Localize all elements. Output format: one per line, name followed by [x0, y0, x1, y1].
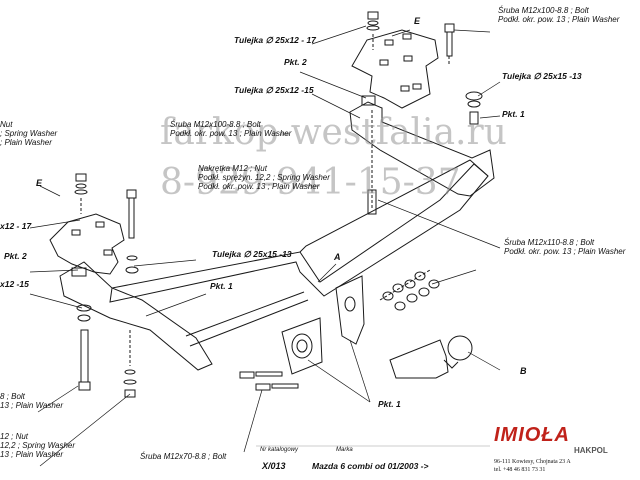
side-bracket: [335, 275, 365, 345]
plate-hole: [402, 33, 412, 40]
label-tulejka-25x12-15-top: Tulejka ∅ 25x12 -15: [234, 85, 314, 95]
center-bottom-nut-stack: [123, 330, 137, 398]
top-bolt: [444, 23, 455, 64]
left-vertical-bolt: [125, 189, 139, 274]
label-pkt1-bottom: Pkt. 1: [378, 399, 401, 409]
left-bracket: [59, 261, 213, 371]
label-left-bot-nut-3: 13 ; Plain Washer: [0, 450, 63, 459]
label-tulejka-25x12-17-left: x12 - 17: [0, 221, 32, 231]
label-sruba-top-1: Śruba M12x100-8.8 ; Bolt: [498, 6, 589, 15]
mount-bolts: [239, 371, 299, 391]
brand-label: Marka: [336, 447, 353, 453]
spacer-pkt2-left: [71, 267, 87, 277]
label-pkt1-right: Pkt. 1: [502, 109, 525, 119]
plate-hole: [103, 249, 113, 256]
plate-hole: [71, 229, 81, 236]
spacer-pkt2: [361, 95, 376, 106]
label-pkt2-left: Pkt. 2: [4, 251, 27, 261]
top-nut-stack: [366, 11, 380, 50]
imiola-logo: IMIOŁA: [494, 424, 570, 446]
label-sruba-mid-1: Śruba M12x100-8.8 ; Bolt: [170, 120, 261, 129]
label-tulejka-25x12-15-left: x12 -15: [0, 279, 29, 289]
label-left-bot-nut-1: 12 ; Nut: [0, 432, 29, 441]
label-nakretka-3: Podkł. okr. pow. 13 ; Plain Washer: [198, 182, 320, 191]
label-pkt2-top: Pkt. 2: [284, 57, 307, 67]
plate-hole: [95, 221, 105, 228]
mounting-plate-right: [351, 29, 439, 109]
left-top-nut-stack: [74, 173, 88, 214]
label-pkt1-mid: Pkt. 1: [210, 281, 233, 291]
label-nakretka-2: Podkł. sprężyn. 12,2 ; Spring Washer: [198, 173, 330, 182]
label-left-nut-3: ; Plain Washer: [0, 138, 52, 147]
label-left-nut-1: Nut: [0, 120, 13, 129]
catalog-number: X/013: [262, 461, 286, 471]
label-left-bot-bolt-1: 8 ; Bolt: [0, 392, 25, 401]
label-nakretka-1: Nakrętka M12 ; Nut: [198, 164, 267, 173]
label-sruba-mid-2: Podkł. okr. pow. 13 ; Plain Washer: [170, 129, 292, 138]
mounting-plate-left: [49, 213, 125, 275]
label-letter-e-top: E: [414, 16, 421, 26]
catalog-number-label: Nr katalogowy: [260, 447, 299, 453]
plate-hole: [384, 39, 394, 46]
plate-hole: [379, 59, 389, 66]
label-letter-b: B: [520, 366, 527, 376]
company-address: 96-111 Kowiesy, Chojnata 23 A: [494, 459, 571, 465]
label-left-nut-2: ; Spring Washer: [0, 129, 58, 138]
right-nut-stack: [379, 269, 440, 311]
plate-hole: [400, 85, 410, 92]
right-bolt-stack: [465, 91, 483, 125]
tow-ball: [389, 335, 473, 379]
label-tulejka-25x15-13-top: Tulejka ∅ 25x15 -13: [502, 71, 582, 81]
label-letter-a: A: [334, 252, 341, 262]
left-lower-bolt: [76, 304, 92, 391]
label-tulejka-25x12-17-top: Tulejka ∅ 25x12 - 17: [234, 35, 316, 45]
plate-hole: [412, 83, 422, 90]
car-model: Mazda 6 combi od 01/2003 ->: [312, 461, 429, 471]
plate-hole: [403, 55, 413, 62]
label-left-bot-nut-2: 12,2 ; Spring Washer: [0, 441, 76, 450]
right-bracket: [349, 101, 495, 197]
company-phone: tel. +48 46 831 73 31: [494, 467, 546, 473]
label-tulejka-25x15-13-mid: Tulejka ∅ 25x15 -13: [212, 249, 292, 259]
label-letter-e-left: E: [36, 178, 43, 188]
ball-mount-plate: [281, 317, 323, 375]
label-sruba110-2: Podkł. okr. pow. 13 ; Plain Washer: [504, 247, 626, 256]
label-left-bot-bolt-2: 13 ; Plain Washer: [0, 401, 63, 410]
hakpol-logo: HAKPOL: [574, 446, 608, 455]
label-sruba110-1: Śruba M12x110-8.8 ; Bolt: [504, 238, 595, 247]
label-sruba-70: Śruba M12x70-8.8 ; Bolt: [140, 452, 227, 461]
label-sruba-top-2: Podkł. okr. pow. 13 ; Plain Washer: [498, 15, 620, 24]
